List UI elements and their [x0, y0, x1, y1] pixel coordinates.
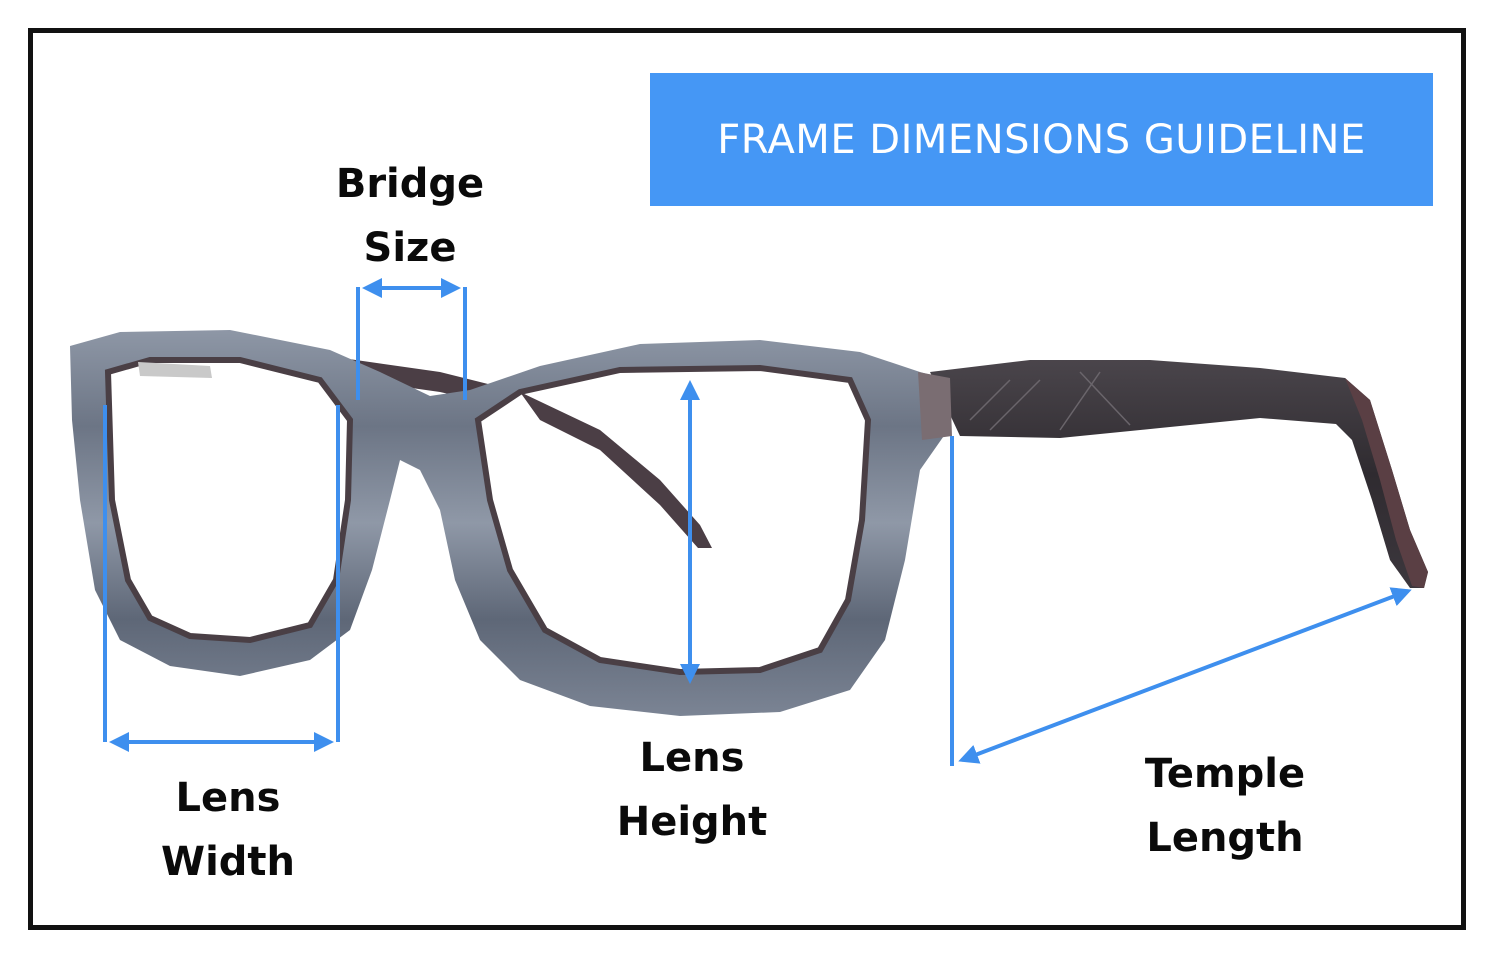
temple-length-label-line2: Length: [1146, 815, 1304, 861]
measurement-lines: [103, 278, 1412, 766]
lens-width-label: Lens Width: [128, 766, 328, 894]
right-lens-opening: [474, 364, 872, 676]
banner-title: FRAME DIMENSIONS GUIDELINE: [717, 116, 1366, 163]
far-temple-through-lens: [520, 392, 712, 548]
lens-width-label-line2: Width: [160, 839, 296, 885]
hinge: [138, 362, 212, 378]
bridge-size-label: Bridge Size: [310, 152, 510, 280]
temple-length-label-line1: Temple: [1144, 751, 1306, 797]
lens-height-label-line1: Lens: [639, 735, 745, 781]
near-temple: [930, 360, 1428, 588]
title-banner: FRAME DIMENSIONS GUIDELINE: [650, 73, 1433, 206]
temple-tip: [1345, 378, 1428, 588]
lens-height-label: Lens Height: [592, 726, 792, 854]
temple-pattern: [969, 371, 1131, 431]
temple-length-label: Temple Length: [1110, 742, 1340, 870]
temple-length-arrow: [958, 587, 1412, 764]
bridge-size-label-line1: Bridge: [335, 161, 485, 207]
frame-joint: [918, 372, 952, 440]
bridge-size-label-line2: Size: [363, 225, 457, 271]
left-lens-opening: [104, 357, 354, 644]
lens-width-label-line1: Lens: [175, 775, 281, 821]
lens-height-label-line2: Height: [616, 799, 768, 845]
